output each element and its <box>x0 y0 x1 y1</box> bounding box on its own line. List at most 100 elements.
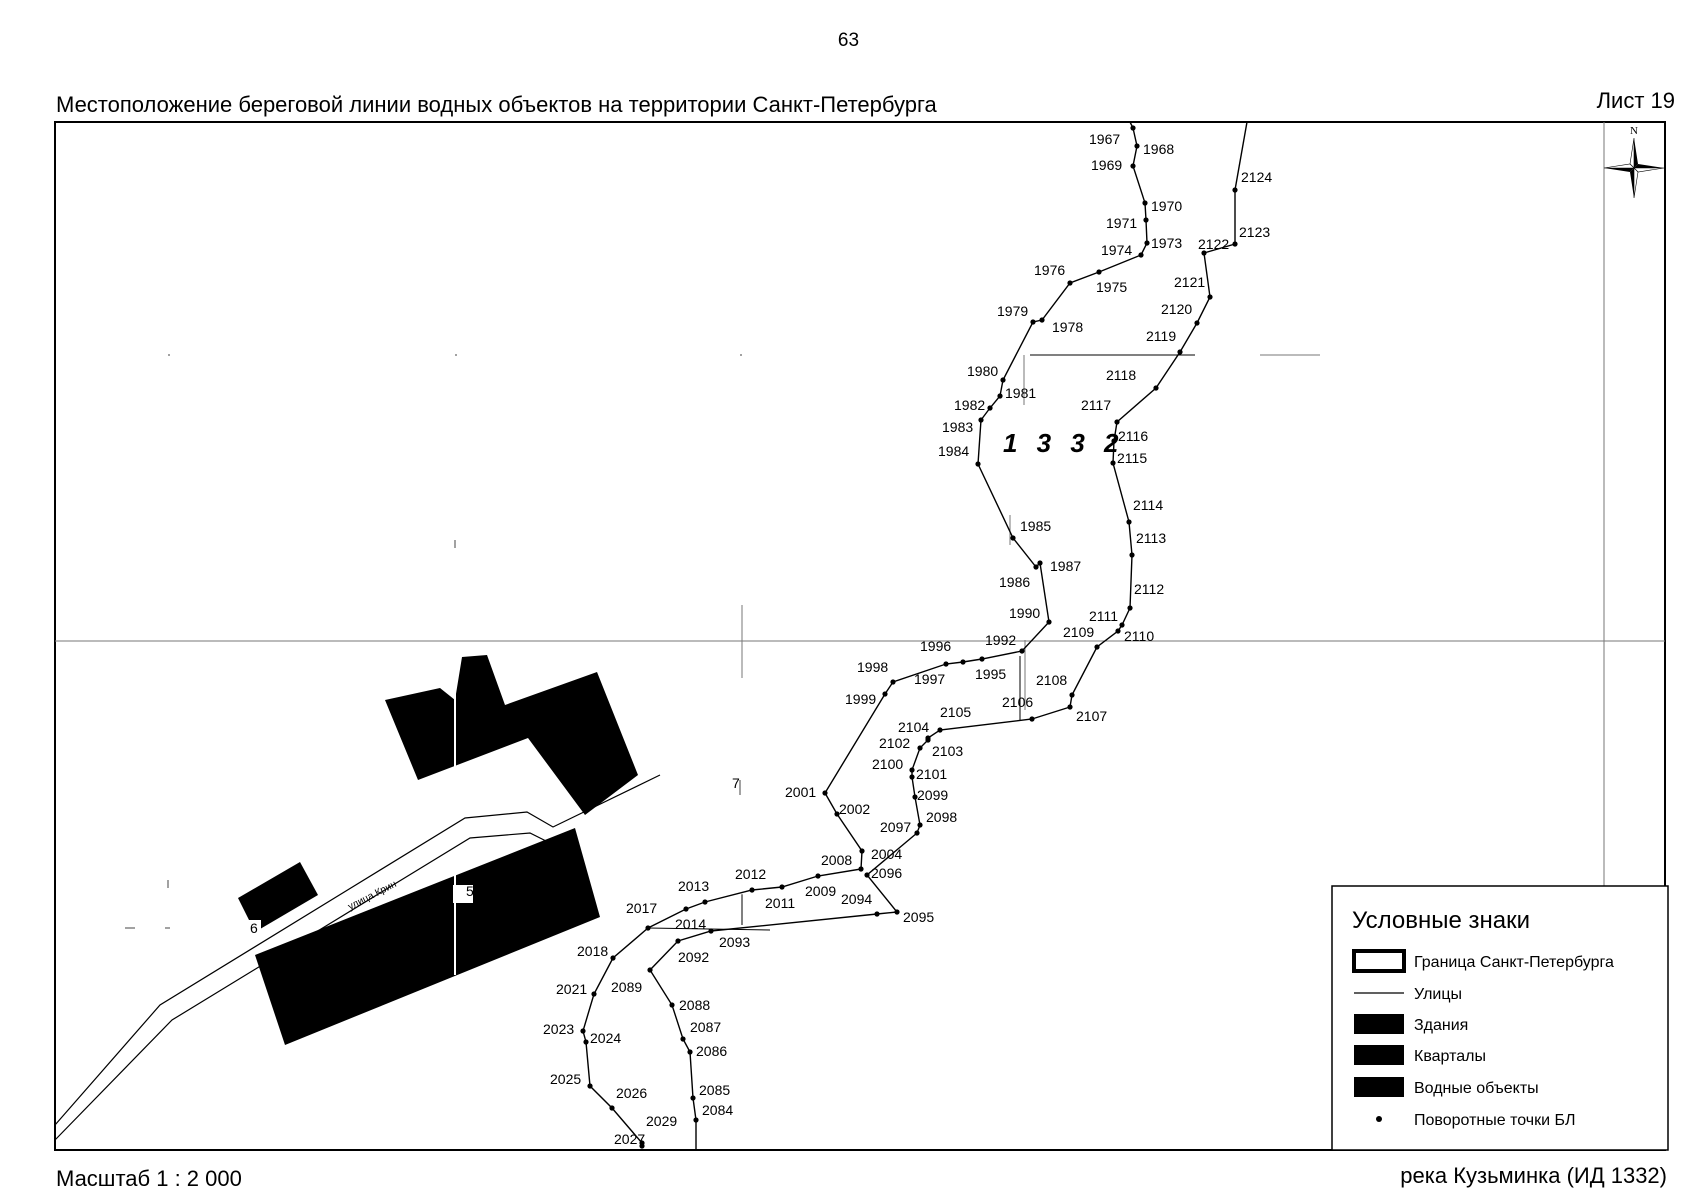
point-label-2099: 2099 <box>917 787 948 803</box>
legend-title: Условные знаки <box>1352 907 1530 934</box>
turning-point-1967 <box>1130 125 1136 131</box>
point-label-2101: 2101 <box>916 766 947 782</box>
point-label-1968: 1968 <box>1143 141 1174 157</box>
point-label-2023: 2023 <box>543 1021 574 1037</box>
turning-point-2111 <box>1119 622 1125 628</box>
turning-point-2114 <box>1126 519 1132 525</box>
lot-label-6: 6 <box>250 920 258 936</box>
point-label-2087: 2087 <box>690 1019 721 1035</box>
turning-point-1980 <box>1000 377 1006 383</box>
point-label-2106: 2106 <box>1002 694 1033 710</box>
lot-label-7: 7 <box>732 775 740 791</box>
turning-point-2026 <box>609 1105 615 1111</box>
point-label-1976: 1976 <box>1034 262 1065 278</box>
point-label-2001: 2001 <box>785 784 816 800</box>
legend-water-label: Водные объекты <box>1414 1080 1539 1097</box>
legend-boundary-label: Граница Санкт-Петербурга <box>1414 954 1614 971</box>
point-label-2122: 2122 <box>1198 236 1229 252</box>
section-lines <box>647 354 1195 931</box>
point-label-2094: 2094 <box>841 891 872 907</box>
turning-point-2101 <box>909 767 915 773</box>
point-label-1974: 1974 <box>1101 242 1132 258</box>
legend-blocks-swatch <box>1354 1045 1404 1065</box>
turning-point-2112 <box>1127 605 1133 611</box>
left-bank-line <box>582 127 1148 1146</box>
turning-point-2025 <box>587 1083 593 1089</box>
point-label-2117: 2117 <box>1081 397 1111 413</box>
turning-point-2122 <box>1201 250 1207 256</box>
turning-point-2011 <box>779 884 785 890</box>
turning-point-2017 <box>645 925 651 931</box>
compass-north-label: N <box>1630 125 1638 137</box>
point-label-2102: 2102 <box>879 735 910 751</box>
point-label-2116: 2116 <box>1118 428 1148 444</box>
turning-point-2105 <box>937 727 943 733</box>
turning-point-1976 <box>1067 280 1073 286</box>
point-label-1985: 1985 <box>1020 518 1051 534</box>
point-label-2107: 2107 <box>1076 708 1107 724</box>
turning-point-2107 <box>1067 704 1073 710</box>
scale-label: Масштаб 1 : 2 000 <box>56 1166 242 1191</box>
point-label-2113: 2113 <box>1136 530 1166 546</box>
turning-point-2084 <box>693 1117 699 1123</box>
compass-icon: N <box>1603 125 1665 199</box>
point-label-2027: 2027 <box>614 1131 645 1147</box>
point-label-2118: 2118 <box>1106 367 1136 383</box>
point-label-2084: 2084 <box>702 1102 733 1118</box>
point-label-2120: 2120 <box>1161 301 1192 317</box>
point-label-2097: 2097 <box>880 819 911 835</box>
turning-point-2088 <box>669 1002 675 1008</box>
point-label-1999: 1999 <box>845 691 876 707</box>
point-label-2026: 2026 <box>616 1085 647 1101</box>
turning-point-1987 <box>1037 560 1043 566</box>
turning-point-2085 <box>690 1095 696 1101</box>
point-label-1980: 1980 <box>967 363 998 379</box>
turning-point-2117 <box>1114 419 1120 425</box>
point-label-2002: 2002 <box>839 801 870 817</box>
legend-blocks-label: Кварталы <box>1414 1048 1486 1065</box>
turning-point-2009 <box>815 873 821 879</box>
turning-point-2093 <box>708 928 714 934</box>
turning-point-1975 <box>1096 269 1102 275</box>
legend-buildings-label: Здания <box>1414 1017 1468 1034</box>
point-label-1982: 1982 <box>954 397 985 413</box>
point-label-1987: 1987 <box>1050 558 1081 574</box>
turning-point-2002 <box>834 811 840 817</box>
turning-point-2106 <box>1029 716 1035 722</box>
point-label-2100: 2100 <box>872 756 903 772</box>
point-label-1996: 1996 <box>920 638 951 654</box>
point-label-2024: 2024 <box>590 1030 621 1046</box>
turning-point-1999 <box>882 691 888 697</box>
point-label-2121: 2121 <box>1174 274 1205 290</box>
point-label-2096: 2096 <box>871 865 902 881</box>
bank-labels: 1967196819691970197119731974197519761978… <box>543 131 1272 1147</box>
legend-points-label: Поворотные точки БЛ <box>1414 1112 1575 1129</box>
turning-point-2014 <box>683 906 689 912</box>
turning-point-2018 <box>610 955 616 961</box>
point-label-1971: 1971 <box>1106 215 1137 231</box>
point-label-2110: 2110 <box>1124 628 1154 644</box>
turning-point-2113 <box>1129 552 1135 558</box>
point-label-2008: 2008 <box>821 852 852 868</box>
streets <box>54 774 661 1141</box>
point-label-2092: 2092 <box>678 949 709 965</box>
point-label-1992: 1992 <box>985 632 1016 648</box>
turning-point-2099 <box>912 794 918 800</box>
turning-point-1981 <box>997 393 1003 399</box>
point-label-1979: 1979 <box>997 303 1028 319</box>
point-label-1995: 1995 <box>975 666 1006 682</box>
turning-point-2004 <box>859 848 865 854</box>
turning-point-2110 <box>1115 628 1121 634</box>
turning-point-2087 <box>680 1036 686 1042</box>
turning-point-1982 <box>987 405 993 411</box>
turning-point-2109 <box>1094 644 1100 650</box>
page-number: 63 <box>837 30 860 51</box>
point-label-2014: 2014 <box>675 916 706 932</box>
turning-point-2102 <box>917 745 923 751</box>
legend-buildings-swatch <box>1354 1014 1404 1034</box>
point-label-1969: 1969 <box>1091 157 1122 173</box>
turning-point-2121 <box>1207 294 1213 300</box>
lot-label-5: 5 <box>466 883 474 899</box>
point-label-1998: 1998 <box>857 659 888 675</box>
map-frame <box>54 121 1666 1151</box>
